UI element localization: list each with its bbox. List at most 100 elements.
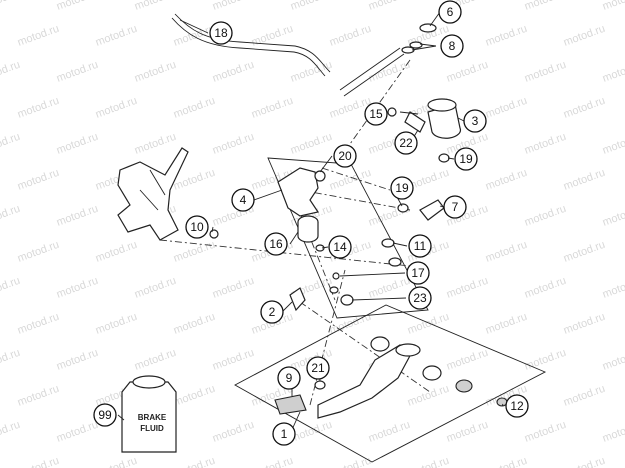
watermark-text: motod.ru — [211, 275, 256, 301]
svg-text:2: 2 — [269, 305, 276, 319]
brake-hose — [174, 13, 331, 73]
assembly-line — [309, 269, 346, 406]
screw-15 — [387, 107, 397, 117]
watermark-text: motod.ru — [562, 455, 607, 468]
pin — [340, 294, 354, 306]
svg-text:16: 16 — [269, 237, 283, 251]
svg-text:14: 14 — [333, 240, 347, 254]
pedal-pivot — [395, 343, 421, 357]
watermark-text: motod.ru — [94, 455, 139, 468]
reservoir-bracket — [404, 111, 426, 133]
callout-7: 7 — [443, 195, 467, 219]
watermark-text: motod.ru — [250, 95, 295, 121]
watermark-text: motod.ru — [523, 275, 568, 301]
watermark-text: motod.ru — [0, 0, 22, 13]
watermark-text: motod.ru — [445, 59, 490, 85]
heat-shield-plate — [289, 287, 306, 312]
callout-19a: 19 — [454, 147, 478, 171]
svg-text:4: 4 — [240, 193, 247, 207]
split-pin — [332, 272, 340, 280]
watermark-text: motod.ru — [133, 131, 178, 157]
hose-clamp — [438, 153, 450, 163]
callout-23: 23 — [408, 286, 432, 310]
callout-1: 1 — [272, 422, 296, 446]
footrest-bracket — [117, 147, 189, 241]
svg-text:15: 15 — [369, 107, 383, 121]
watermark-text: motod.ru — [55, 0, 100, 13]
brake-hose-edge — [171, 17, 326, 77]
watermark-text: motod.ru — [0, 275, 22, 301]
svg-text:22: 22 — [399, 136, 413, 150]
watermark-text: motod.ru — [601, 203, 625, 229]
watermark-text: motod.ru — [562, 239, 607, 265]
cylinder-fitting — [314, 170, 326, 182]
watermark-text: motod.ru — [16, 23, 61, 49]
callout-6: 6 — [438, 0, 462, 24]
master-cylinder — [277, 167, 319, 217]
watermark-text: motod.ru — [484, 239, 529, 265]
callout-4: 4 — [231, 188, 255, 212]
hose-connector — [419, 199, 445, 221]
svg-text:99: 99 — [98, 408, 112, 422]
watermark-text: motod.ru — [523, 203, 568, 229]
brake-pedal-frame — [234, 304, 547, 463]
watermark-text: motod.ru — [0, 59, 22, 85]
svg-text:9: 9 — [286, 371, 293, 385]
watermark-text: motod.ru — [16, 455, 61, 468]
svg-text:7: 7 — [452, 200, 459, 214]
watermark-text: motod.ru — [16, 167, 61, 193]
watermark-text: motod.ru — [562, 383, 607, 409]
callout-9: 9 — [277, 366, 301, 390]
watermark-text: motod.ru — [55, 275, 100, 301]
watermark-text: motod.ru — [16, 383, 61, 409]
callout-20: 20 — [333, 144, 357, 168]
watermark-text: motod.ru — [484, 311, 529, 337]
assembly-line — [159, 239, 411, 267]
svg-text:8: 8 — [449, 39, 456, 53]
callout-19b: 19 — [390, 176, 414, 200]
watermark-text: motod.ru — [55, 131, 100, 157]
watermark-text: motod.ru — [601, 0, 625, 13]
svg-text:23: 23 — [413, 291, 427, 305]
watermark-text: motod.ru — [523, 59, 568, 85]
watermark-text: motod.ru — [445, 275, 490, 301]
svg-text:11: 11 — [414, 239, 427, 253]
watermark-text: motod.ru — [601, 131, 625, 157]
callout-12: 12 — [505, 394, 529, 418]
watermark-text: motod.ru — [601, 275, 625, 301]
watermark-text: motod.ru — [445, 347, 490, 373]
svg-text:17: 17 — [411, 266, 425, 280]
washer — [409, 41, 423, 49]
watermark-text: motod.ru — [16, 239, 61, 265]
watermark-text: motod.ru — [55, 203, 100, 229]
return-spring — [274, 394, 307, 415]
brake-fluid-bottle — [121, 381, 177, 453]
washer — [329, 286, 339, 294]
watermark-text: motod.ru — [289, 0, 334, 13]
watermark-text: motod.ru — [0, 131, 22, 157]
watermark-text: motod.ru — [367, 275, 412, 301]
watermark-text: motod.ru — [367, 0, 412, 13]
watermark-text: motod.ru — [211, 59, 256, 85]
watermark-text: motod.ru — [133, 347, 178, 373]
bottle-cap — [132, 375, 166, 389]
callout-2: 2 — [260, 300, 284, 324]
watermark-text: motod.ru — [367, 419, 412, 445]
watermark-text: motod.ru — [133, 275, 178, 301]
watermark-text: motod.ru — [562, 311, 607, 337]
clamp — [397, 203, 409, 213]
watermark-text: motod.ru — [16, 95, 61, 121]
callout-15: 15 — [364, 102, 388, 126]
watermark-text: motod.ru — [16, 311, 61, 337]
nut — [388, 257, 402, 267]
bottle-label-line1: BRAKE — [138, 413, 167, 422]
watermark-text: motod.ru — [250, 23, 295, 49]
bolt-10 — [209, 229, 219, 239]
callout-17: 17 — [406, 261, 430, 285]
svg-text:10: 10 — [190, 220, 204, 234]
watermark-text: motod.ru — [289, 131, 334, 157]
watermark-text: motod.ru — [172, 311, 217, 337]
watermark-text: motod.ru — [328, 455, 373, 468]
svg-text:20: 20 — [338, 149, 352, 163]
